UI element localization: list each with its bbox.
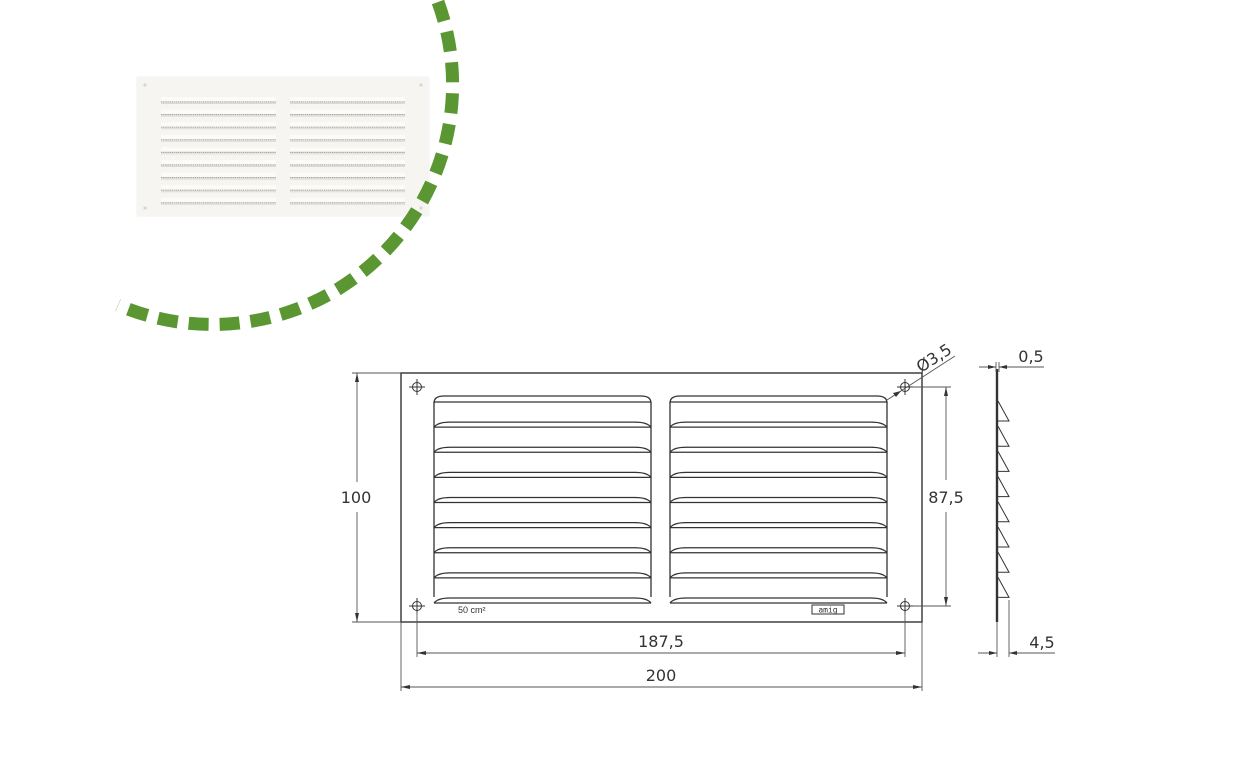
dimension-width-value: 200 xyxy=(646,666,677,685)
drawing-louvers xyxy=(433,395,888,604)
screw-hole-icon xyxy=(419,206,423,210)
side-view xyxy=(995,369,1010,622)
dimension-hole-diameter-value: Ø3,5 xyxy=(913,340,955,377)
brand-mark-box xyxy=(811,604,845,615)
screw-hole-icon xyxy=(409,379,425,395)
screw-hole-icon xyxy=(897,379,913,395)
dimension-height xyxy=(352,372,401,623)
screw-hole-icon xyxy=(409,598,425,614)
dimension-hole-height xyxy=(913,386,951,607)
grille-outline xyxy=(400,372,923,623)
brand-mark: amig xyxy=(818,606,837,615)
decorative-dashed-arc xyxy=(115,0,460,331)
photo-louvers-left xyxy=(161,97,276,205)
photo-louvers-right xyxy=(290,97,405,205)
dimension-hole-width-value: 187,5 xyxy=(638,632,684,651)
grille-photo-illustration xyxy=(143,83,423,210)
side-louvers xyxy=(997,400,1010,598)
dimension-hole-width xyxy=(416,612,906,657)
screw-hole-icon xyxy=(419,83,423,87)
screw-hole-icon xyxy=(897,598,913,614)
dimension-thickness-value: 0,5 xyxy=(1018,347,1043,366)
dimension-louver-depth-value: 4,5 xyxy=(1029,633,1054,652)
front-view xyxy=(400,372,923,623)
dimension-hole-diameter xyxy=(886,355,956,401)
screw-hole-icon xyxy=(143,83,147,87)
dimension-thickness xyxy=(979,362,1044,372)
screw-hole-icon xyxy=(143,206,147,210)
dimension-louver-depth xyxy=(978,600,1055,657)
dimension-width xyxy=(400,622,923,691)
product-photo xyxy=(137,77,429,216)
area-label: 50 cm² xyxy=(458,605,486,615)
dimension-hole-height-value: 87,5 xyxy=(928,488,964,507)
dimension-height-value: 100 xyxy=(341,488,372,507)
